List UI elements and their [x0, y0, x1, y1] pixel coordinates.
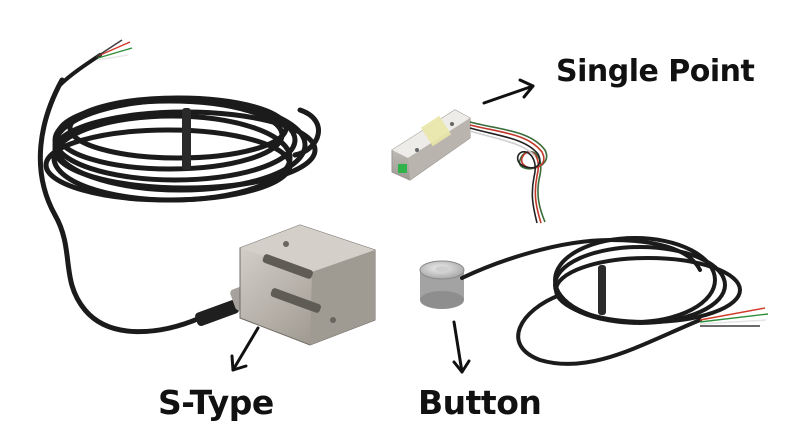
- cable-tie: [182, 108, 191, 170]
- label-button: Button: [418, 383, 542, 422]
- button-wires: [699, 307, 769, 327]
- label-s-type: S-Type: [158, 383, 274, 422]
- button-cable: [460, 236, 742, 366]
- s-type-load-cell: [239, 224, 376, 346]
- button-cable-tie: [598, 265, 606, 315]
- arrow-s-type: [230, 326, 260, 372]
- single-point-load-cell: [391, 109, 471, 181]
- arrow-single-point: [482, 78, 535, 105]
- s-type-cable: [37, 53, 321, 335]
- s-type-wires: [95, 39, 133, 61]
- button-load-cell: [419, 260, 465, 309]
- single-point-wires: [469, 121, 548, 224]
- label-single-point: Single Point: [556, 54, 755, 89]
- arrow-button: [452, 320, 471, 374]
